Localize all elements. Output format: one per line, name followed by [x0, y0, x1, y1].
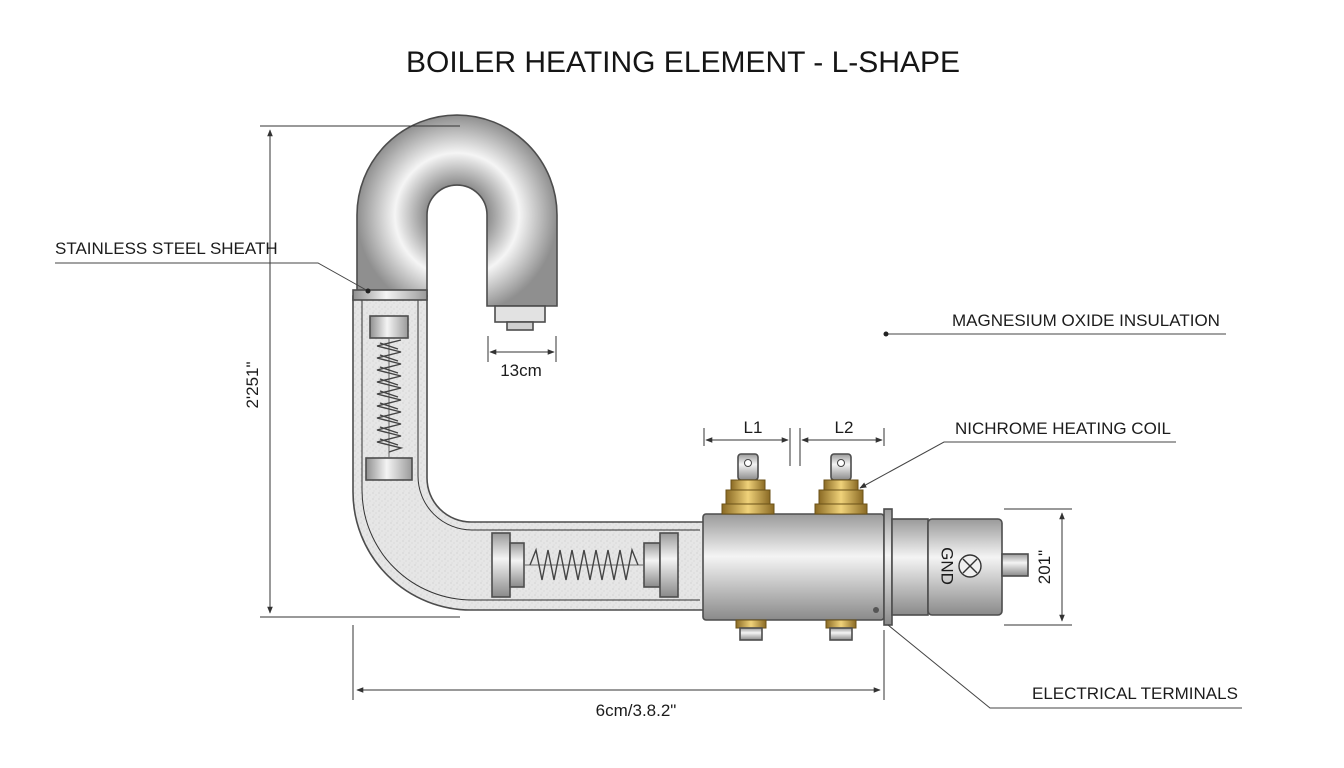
leader-insulation-dot [883, 331, 889, 337]
callout-sheath: STAINLESS STEEL SHEATH [55, 239, 278, 258]
ground-label: GND [938, 547, 957, 585]
terminal-l1 [721, 453, 775, 515]
leader-coil [859, 441, 1176, 489]
terminal-l2 [814, 453, 868, 515]
length-dimension-label: 6cm/3.8.2" [596, 701, 677, 720]
terminal-l1-label: L1 [744, 418, 763, 437]
terminal-l2-label: L2 [835, 418, 854, 437]
callout-terminals: ELECTRICAL TERMINALS [1032, 684, 1238, 703]
vertical-coil-assembly [365, 315, 413, 481]
leader-terminals [887, 624, 1242, 709]
bottom-stud-right [825, 619, 857, 641]
callout-coil: NICHROME HEATING COIL [955, 419, 1171, 438]
sheath-collar [352, 289, 428, 301]
pipe-end-dimension-label: 13cm [500, 361, 542, 380]
bottom-stud-left [735, 619, 767, 641]
ground-screw-icon [958, 554, 982, 578]
height-dimension [260, 125, 460, 618]
u-bend-pipe [356, 114, 558, 331]
terminal-spacing-dimension [703, 428, 885, 466]
leader-sheath-dot [365, 288, 371, 294]
leader-sheath [55, 262, 369, 292]
diagram-title: BOILER HEATING ELEMENT - L-SHAPE [406, 46, 960, 79]
length-dimension [352, 625, 885, 700]
head-diameter-label: 201" [1035, 550, 1054, 584]
horizontal-coil-assembly [491, 532, 679, 598]
sheath-cutaway [352, 295, 707, 611]
pipe-end-dimension [487, 336, 557, 362]
callout-insulation: MAGNESIUM OXIDE INSULATION [952, 311, 1220, 330]
head-diameter-dimension [1004, 508, 1072, 626]
height-dimension-label: 2'251" [243, 361, 262, 408]
